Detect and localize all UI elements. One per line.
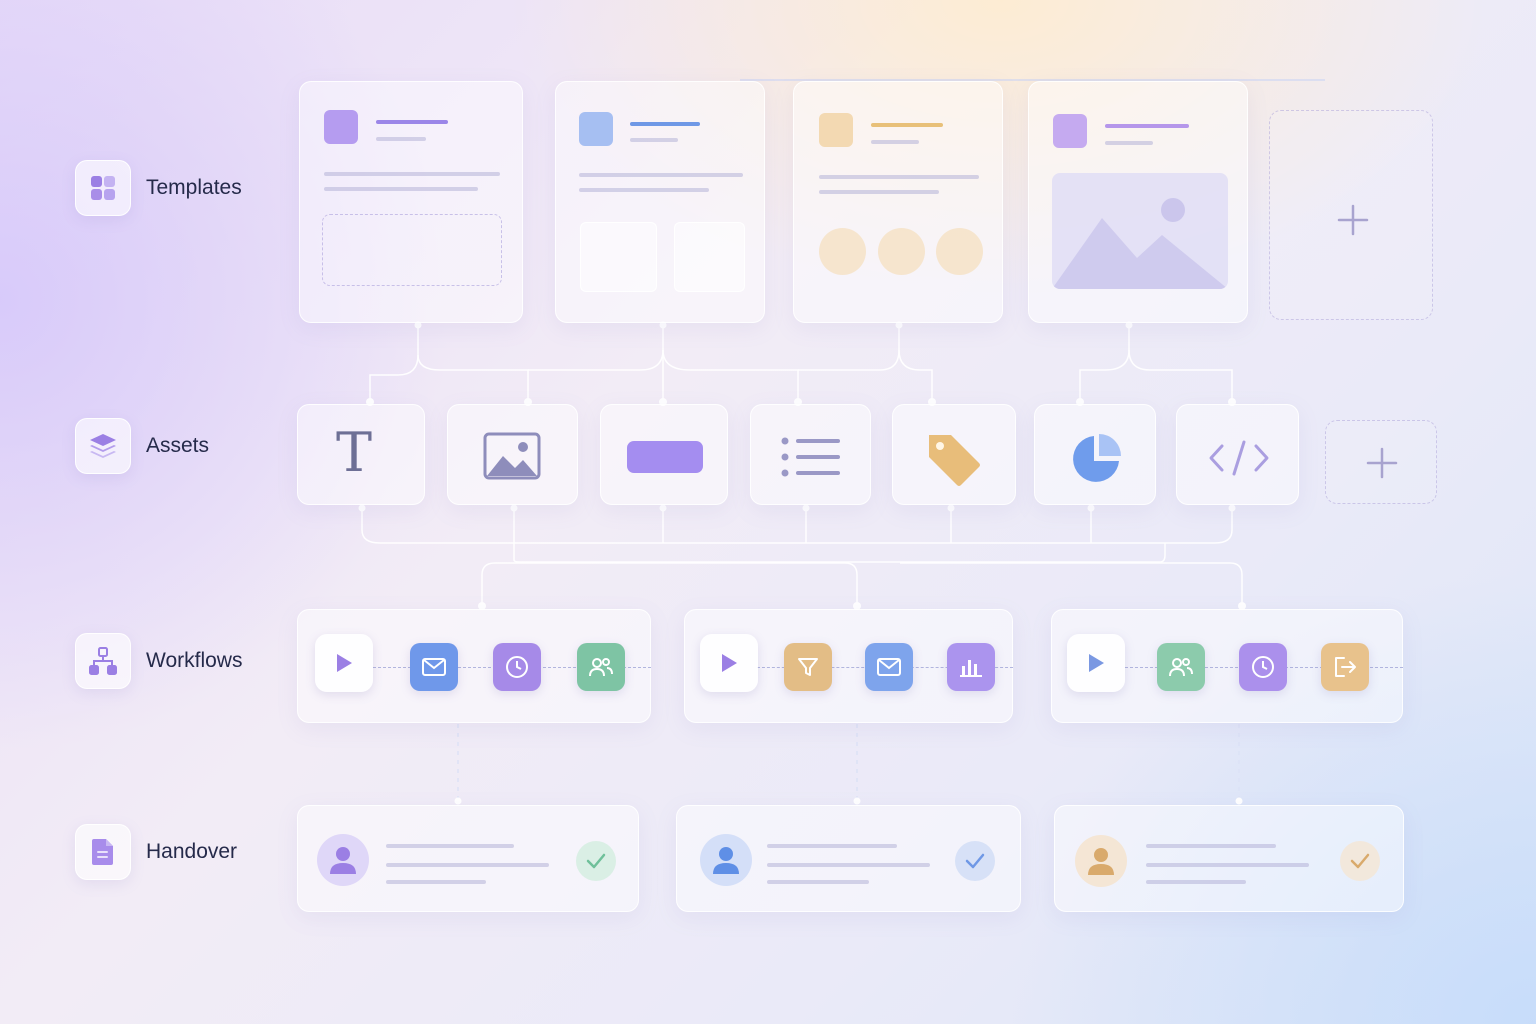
plus-icon bbox=[1366, 447, 1398, 479]
text-line bbox=[767, 844, 897, 848]
clock-icon[interactable] bbox=[1239, 643, 1287, 691]
row-label-workflows[interactable]: Workflows bbox=[75, 633, 242, 689]
text-line bbox=[376, 137, 426, 141]
plus-icon bbox=[1337, 204, 1369, 236]
text-line bbox=[767, 880, 869, 884]
row-label-assets[interactable]: Assets bbox=[75, 418, 209, 474]
text-line bbox=[579, 188, 709, 192]
row-label-text: Handover bbox=[146, 840, 238, 863]
user-avatar-icon bbox=[317, 834, 369, 886]
placeholder-block bbox=[322, 214, 502, 286]
workflow-card-3[interactable] bbox=[1051, 609, 1403, 723]
asset-list[interactable] bbox=[750, 404, 871, 505]
template-title-bar bbox=[630, 122, 700, 126]
add-template-button[interactable] bbox=[1269, 110, 1433, 320]
asset-chart[interactable] bbox=[1034, 404, 1156, 505]
layers-icon bbox=[75, 418, 131, 474]
asset-tag[interactable] bbox=[892, 404, 1016, 505]
grid-icon bbox=[75, 160, 131, 216]
add-asset-button[interactable] bbox=[1325, 420, 1437, 504]
list-icon bbox=[781, 437, 840, 477]
text-line bbox=[1146, 844, 1276, 848]
handover-card-1[interactable] bbox=[297, 805, 639, 912]
text-line bbox=[579, 173, 743, 177]
handover-card-2[interactable] bbox=[676, 805, 1021, 912]
check-icon[interactable] bbox=[576, 841, 616, 881]
asset-code[interactable] bbox=[1176, 404, 1299, 505]
text-line bbox=[767, 863, 930, 867]
template-title-bar bbox=[376, 120, 448, 124]
row-label-text: Templates bbox=[146, 176, 242, 199]
play-icon[interactable] bbox=[315, 634, 373, 692]
content-block bbox=[580, 222, 657, 292]
template-card-4[interactable] bbox=[1028, 81, 1248, 323]
code-icon bbox=[1209, 440, 1269, 476]
circle-placeholder bbox=[936, 228, 983, 275]
template-title-bar bbox=[871, 123, 943, 127]
text-line bbox=[386, 844, 514, 848]
template-card-2[interactable] bbox=[555, 81, 765, 323]
content-block bbox=[674, 222, 745, 292]
image-icon bbox=[483, 432, 541, 480]
text-line bbox=[324, 172, 500, 176]
handover-card-3[interactable] bbox=[1054, 805, 1404, 912]
mail-icon[interactable] bbox=[410, 643, 458, 691]
check-icon[interactable] bbox=[1340, 841, 1380, 881]
template-thumb bbox=[819, 113, 853, 147]
workflow-card-2[interactable] bbox=[684, 609, 1013, 723]
circle-placeholder bbox=[878, 228, 925, 275]
template-card-1[interactable] bbox=[299, 81, 523, 323]
mail-icon[interactable] bbox=[865, 643, 913, 691]
template-thumb bbox=[579, 112, 613, 146]
text-line bbox=[819, 190, 939, 194]
template-card-3[interactable] bbox=[793, 81, 1003, 323]
text-line bbox=[1146, 880, 1246, 884]
hierarchy-icon bbox=[75, 633, 131, 689]
template-thumb bbox=[324, 110, 358, 144]
user-avatar-icon bbox=[1075, 835, 1127, 887]
text-line bbox=[1105, 141, 1153, 145]
check-icon[interactable] bbox=[955, 841, 995, 881]
pie-chart-icon bbox=[1073, 434, 1121, 482]
row-label-text: Workflows bbox=[146, 649, 243, 672]
exit-icon[interactable] bbox=[1321, 643, 1369, 691]
row-label-handover[interactable]: Handover bbox=[75, 824, 237, 880]
bar-chart-icon[interactable] bbox=[947, 643, 995, 691]
template-title-bar bbox=[1105, 124, 1189, 128]
play-icon[interactable] bbox=[700, 634, 758, 692]
text-line bbox=[1146, 863, 1309, 867]
text-line bbox=[386, 880, 486, 884]
circle-placeholder bbox=[819, 228, 866, 275]
users-icon[interactable] bbox=[1157, 643, 1205, 691]
button-icon bbox=[627, 441, 703, 473]
image-placeholder-icon bbox=[1052, 173, 1228, 289]
row-label-templates[interactable]: Templates bbox=[75, 160, 242, 216]
filter-icon[interactable] bbox=[784, 643, 832, 691]
document-icon bbox=[75, 824, 131, 880]
asset-button[interactable] bbox=[600, 404, 728, 505]
template-thumb bbox=[1053, 114, 1087, 148]
text-line bbox=[324, 187, 478, 191]
text-icon: T bbox=[336, 421, 373, 484]
text-line bbox=[630, 138, 678, 142]
text-line bbox=[819, 175, 979, 179]
row-label-text: Assets bbox=[146, 434, 210, 457]
user-avatar-icon bbox=[700, 834, 752, 886]
asset-text[interactable]: T bbox=[297, 404, 425, 505]
tag-icon bbox=[929, 435, 980, 486]
clock-icon[interactable] bbox=[493, 643, 541, 691]
asset-image[interactable] bbox=[447, 404, 578, 505]
text-line bbox=[386, 863, 549, 867]
text-line bbox=[871, 140, 919, 144]
users-icon[interactable] bbox=[577, 643, 625, 691]
workflow-card-1[interactable] bbox=[297, 609, 651, 723]
play-icon[interactable] bbox=[1067, 634, 1125, 692]
